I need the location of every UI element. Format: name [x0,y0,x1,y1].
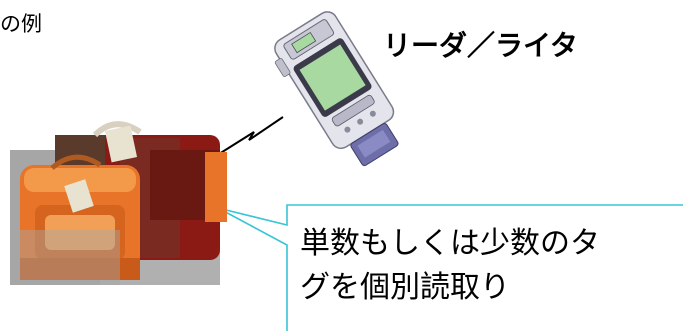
wireless-signal-icon [218,116,284,155]
luggage-icon [10,121,227,285]
callout-text: 単数もしくは少数のタ グを個別読取り [300,222,682,310]
callout-line-1: 単数もしくは少数のタ [300,226,600,261]
callout-line-2: グを個別読取り [300,270,510,305]
title-partial: の例 [0,12,42,36]
handheld-reader-icon [274,11,399,167]
callout-box [217,204,683,331]
reader-writer-label: リーダ／ライタ [383,29,578,62]
